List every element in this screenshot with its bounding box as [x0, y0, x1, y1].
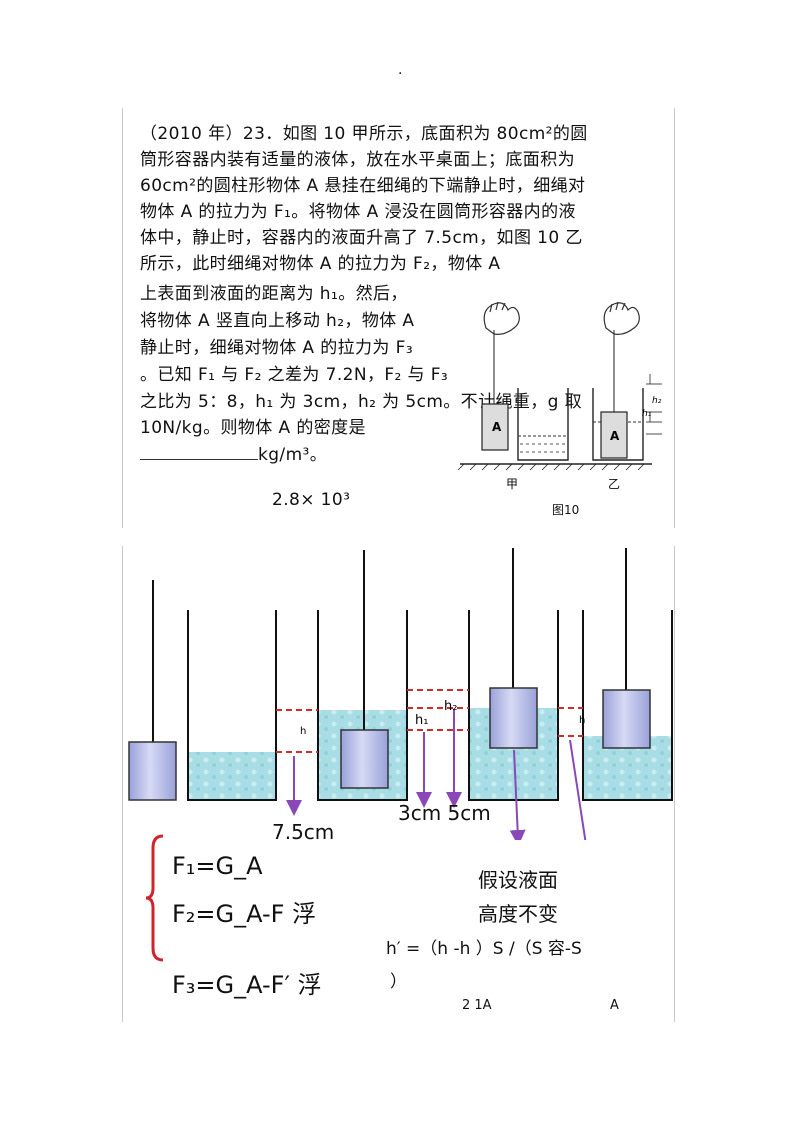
problem-line-13: kg/m³。 — [258, 445, 328, 465]
fig-label-jia: 甲 — [506, 477, 519, 491]
problem-line-11: 之比为 5：8，h₁ 为 3cm，h₂ 为 5cm。不计绳重，g 取 — [140, 392, 583, 412]
water-1 — [188, 752, 276, 800]
header-dot: . — [398, 62, 403, 78]
svg-text:A: A — [610, 429, 620, 443]
h-label: h — [300, 726, 306, 737]
block-4 — [602, 689, 651, 749]
problem-line-6: 所示，此时细绳对物体 A 的拉力为 F₂，物体 A — [140, 254, 501, 274]
hand-icon-jia — [483, 301, 520, 335]
problem-line-1: （2010 年）23．如图 10 甲所示，底面积为 80cm²的圆 — [140, 124, 588, 144]
brace-icon — [145, 834, 164, 962]
h1-label: h₁ — [415, 713, 428, 728]
answer-text: 2.8× 10³ — [272, 490, 351, 510]
problem-line-2: 筒形容器内装有适量的液体，放在水平桌面上；底面积为 — [140, 150, 575, 170]
problem-line-12: 10N/kg。则物体 A 的密度是 — [140, 418, 366, 438]
rise-label: 7.5cm — [272, 820, 335, 844]
fig-caption: 图10 — [552, 503, 580, 517]
block-3 — [489, 687, 538, 749]
h2-label: h₂ — [444, 699, 457, 714]
h-label-right: h — [579, 715, 585, 726]
problem-line-10: 。已知 F₁ 与 F₂ 之差为 7.2N，F₂ 与 F₃ — [140, 365, 449, 385]
diagram-frame-left — [122, 546, 123, 1022]
equation-f2: F₂=G_A-F 浮 — [172, 900, 317, 928]
problem-line-4: 物体 A 的拉力为 F₁。将物体 A 浸没在圆筒形容器内的液 — [140, 202, 576, 222]
problem-line-9: 静止时，细绳对物体 A 的拉力为 F₃ — [140, 338, 414, 358]
container-jia — [517, 388, 569, 461]
formula-close: ） — [390, 972, 407, 992]
equation-f3: F₃=G_A-F′ 浮 — [172, 971, 322, 999]
block-a-yi — [600, 411, 628, 459]
h-values-label: 3cm 5cm — [398, 801, 491, 825]
text-frame-left — [122, 108, 123, 528]
assume-line-2: 高度不变 — [478, 902, 558, 926]
container-1 — [187, 610, 277, 801]
hand-icon-yi — [603, 301, 640, 335]
problem-line-7: 上表面到液面的距离为 h₁。然后， — [140, 284, 408, 304]
assume-line-1: 假设液面 — [478, 868, 558, 892]
container-4 — [582, 610, 673, 801]
block-a-jia — [481, 403, 509, 451]
container-yi — [592, 388, 644, 461]
svg-text:A: A — [492, 420, 502, 434]
formula-subscripts: 2 1A — [462, 998, 492, 1013]
block-1 — [128, 741, 177, 801]
formula-subscript-a: A — [610, 998, 619, 1013]
problem-line-8: 将物体 A 竖直向上移动 h₂，物体 A — [140, 311, 415, 331]
answer-blank — [140, 459, 258, 460]
problem-line-5: 体中，静止时，容器内的液面升高了 7.5cm，如图 10 乙 — [140, 228, 583, 248]
container-2 — [317, 610, 408, 801]
fig-h2-label: h₂ — [652, 396, 662, 406]
container-3 — [468, 610, 559, 801]
block-2 — [340, 729, 389, 789]
fig-h1-label: h₁ — [642, 409, 652, 419]
formula-line: h′ =（h -h ）S /（S 容-S — [386, 939, 582, 959]
text-frame-right — [674, 108, 675, 528]
fig-label-yi: 乙 — [608, 477, 621, 491]
figure-10: A A h₂ h₁ — [457, 301, 662, 471]
diagram-frame-right — [674, 546, 675, 1022]
sequence-diagram: h h₁ h₂ h — [128, 548, 673, 840]
equation-f1: F₁=G_A — [172, 852, 263, 880]
problem-line-3: 60cm²的圆柱形物体 A 悬挂在细绳的下端静止时，细绳对 — [140, 176, 586, 196]
